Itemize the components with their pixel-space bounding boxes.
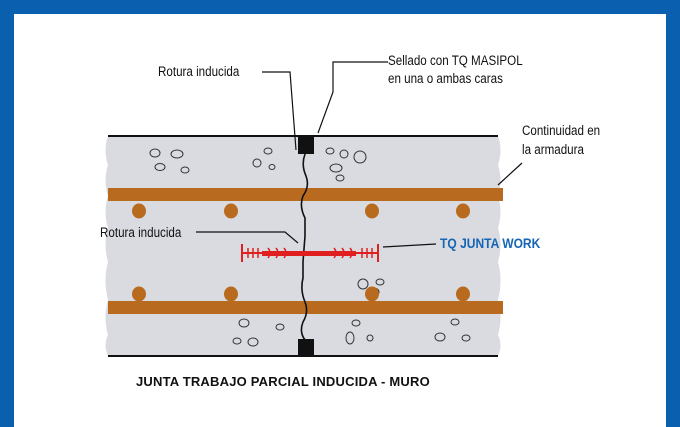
leader-continuidad (497, 162, 523, 186)
leader-lines (196, 61, 523, 248)
label-tq-junta-work: TQ JUNTA WORK (440, 235, 541, 251)
label-rotura-top: Rotura inducida (158, 64, 240, 79)
label-continuidad-line1: Continuidad en (522, 123, 601, 138)
leader-rotura-top (262, 71, 297, 151)
diagram-caption: JUNTA TRABAJO PARCIAL INDUCIDA - MURO (136, 374, 430, 389)
leader-sellado (317, 61, 388, 134)
label-continuidad-line2: la armadura (522, 142, 584, 157)
rebar-bottom (108, 286, 503, 314)
leader-tq-junta (382, 243, 437, 248)
seal-top (298, 136, 314, 154)
label-sellado-line2: en una o ambas caras (388, 71, 503, 86)
aggregate-stones (149, 147, 471, 347)
rebar-top (108, 188, 503, 219)
waterstop (241, 244, 379, 262)
leader-rotura-mid (196, 231, 299, 244)
induced-crack (300, 153, 309, 341)
seal-bottom (298, 339, 314, 356)
label-rotura-mid: Rotura inducida (100, 225, 182, 240)
label-sellado-line1: Sellado con TQ MASIPOL (388, 53, 523, 68)
